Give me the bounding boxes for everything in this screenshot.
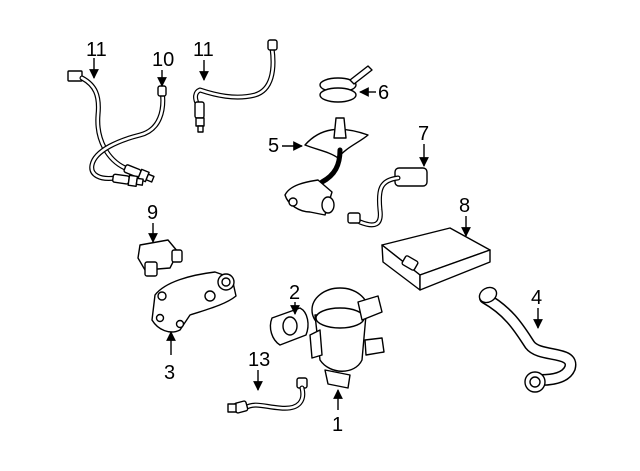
callout-10-text: 10 [152, 49, 174, 71]
callout-9: 9 [147, 202, 158, 243]
part-13-lower-sensor[interactable] [227, 377, 308, 414]
part-11-oxygen-sensor[interactable] [193, 39, 278, 133]
callout-3-text: 3 [164, 362, 175, 384]
part-7-sensor-harness[interactable] [347, 167, 428, 228]
callout-7: 7 [418, 123, 429, 167]
callout-4-text: 4 [531, 287, 542, 309]
callout-13-text: 13 [248, 349, 270, 371]
callout-4: 4 [531, 287, 543, 329]
part-6-clamp[interactable] [319, 65, 373, 103]
callout-3: 3 [164, 331, 176, 384]
callout-1-text: 1 [332, 414, 343, 436]
callout-2: 2 [289, 282, 300, 315]
part-12-harness[interactable] [67, 70, 167, 187]
part-1-air-pump[interactable] [309, 287, 385, 389]
callout-13: 13 [248, 349, 270, 391]
callout-12-text: 11 [86, 39, 107, 61]
callout-1: 1 [332, 389, 343, 436]
part-4-hose[interactable] [477, 284, 577, 393]
callout-7-text: 7 [418, 123, 429, 145]
part-9-solenoid[interactable] [137, 239, 183, 277]
callout-12: 11 [86, 39, 107, 79]
callout-6-text: 6 [378, 82, 389, 104]
callout-6: 6 [359, 82, 389, 104]
callout-5: 5 [268, 135, 303, 157]
callout-10: 10 [152, 49, 174, 87]
callout-8: 8 [459, 195, 471, 237]
callout-5-text: 5 [268, 135, 279, 157]
part-2-gasket[interactable] [269, 307, 309, 346]
part-3-valve-assembly[interactable] [151, 271, 237, 333]
callout-8-text: 8 [459, 195, 470, 217]
callout-9-text: 9 [147, 202, 158, 224]
callout-11-text: 11 [193, 39, 214, 61]
callout-11: 11 [193, 39, 214, 81]
callout-2-text: 2 [289, 282, 300, 304]
part-8-control-module[interactable] [381, 227, 491, 291]
part-5-bracket-pipe[interactable] [284, 117, 369, 216]
